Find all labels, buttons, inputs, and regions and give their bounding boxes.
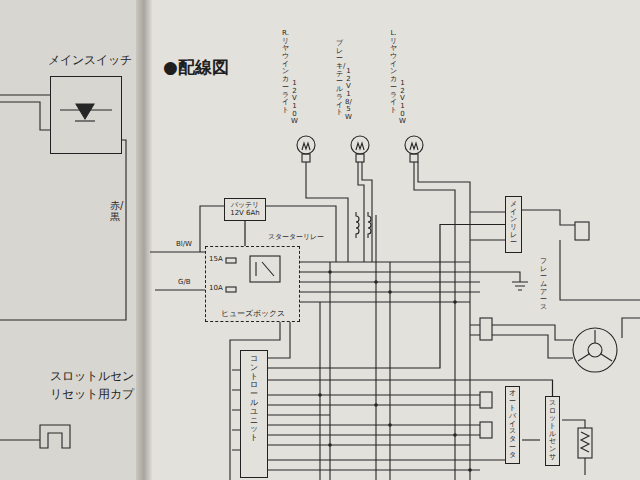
part-name: オート バイスタータ	[509, 390, 516, 459]
part-label: スロットルセン	[50, 370, 134, 384]
relay-box: メインリレー	[505, 196, 522, 253]
part-name: ヒューズボックス	[221, 309, 285, 318]
right-page	[145, 0, 640, 480]
harness-wires	[150, 162, 640, 480]
wire-connector	[268, 459, 505, 460]
diagram-title: ●配線図	[163, 58, 229, 78]
fuse-rating: 15A	[209, 255, 223, 263]
part-name: コントロールユニット	[250, 355, 258, 443]
part-name: メインスイッチ	[48, 54, 132, 68]
wire-connector	[244, 221, 245, 246]
lamp-rating: 12V10W	[291, 80, 298, 126]
junction-dots	[318, 270, 472, 472]
wire-color: G/B	[178, 278, 191, 286]
bulb-symbols	[297, 136, 423, 162]
lamp-rating: 12V18/5W	[345, 68, 352, 122]
part-name: 12V 6Ah	[230, 209, 260, 217]
sensor-box: スロットル センサ	[545, 396, 560, 466]
part-label: フレーム アース	[540, 258, 547, 312]
switch-unit: メインスイッチ	[48, 54, 132, 156]
part-name: スロットル センサ	[549, 400, 556, 462]
wire-color: Bl/W	[176, 240, 192, 248]
part-name: メインリレー	[510, 201, 517, 247]
lamp-label: ブレーキ/テールライト	[336, 40, 343, 117]
control-unit: コントロールユニット	[240, 350, 268, 478]
part-label: スターターリレー	[268, 233, 324, 241]
part-label: リセット用カプ	[50, 388, 134, 402]
wire-color: 赤/黒	[110, 200, 120, 222]
switch-housing	[50, 76, 122, 154]
lamp-label: L.リヤウインカーライト	[390, 30, 397, 115]
lamp-rating: 12V10W	[399, 80, 406, 126]
part-name: バッテリ	[231, 201, 259, 209]
binding-shadow	[136, 0, 152, 480]
wire-connector	[268, 225, 505, 369]
battery-box: バッテリ12V 6Ah	[224, 198, 266, 221]
lamp-label: R.リヤウインカーライト	[282, 30, 289, 115]
bystarter-box: オート バイスタータ	[505, 386, 520, 464]
fuse-rating: 10A	[209, 284, 223, 292]
